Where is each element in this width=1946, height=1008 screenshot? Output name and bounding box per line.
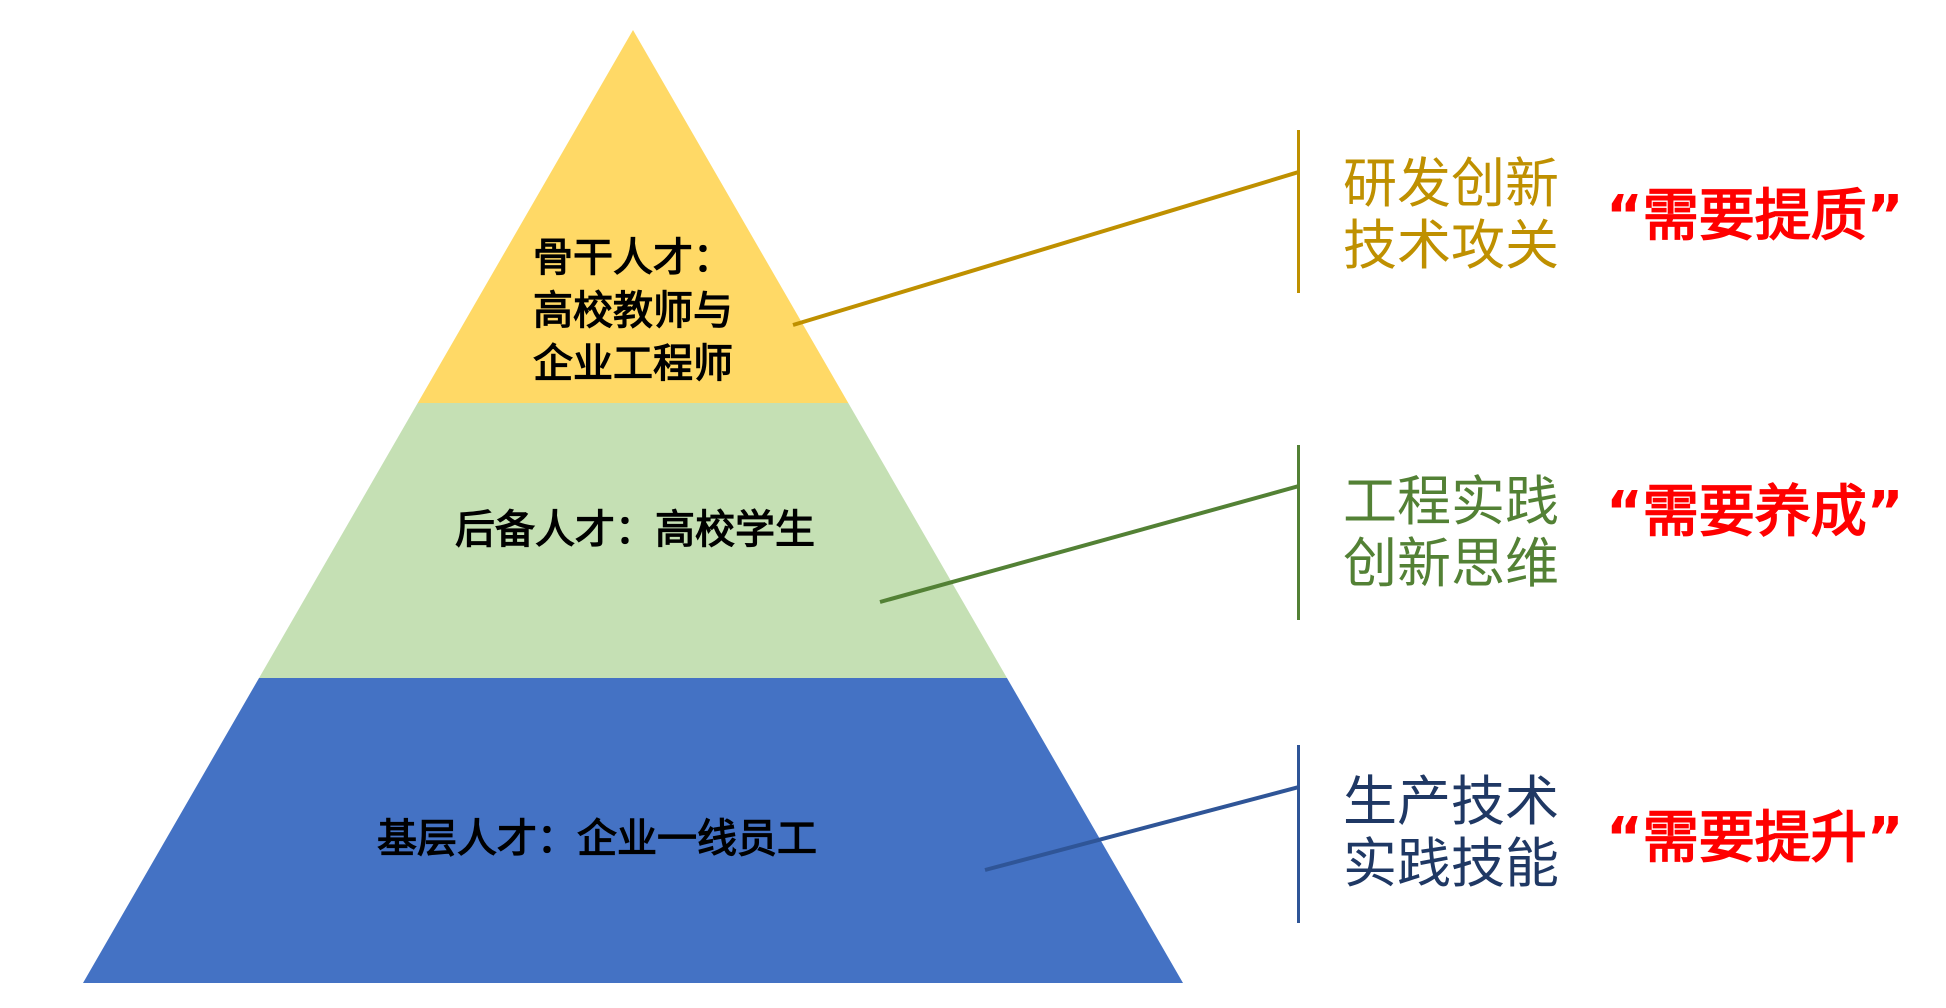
pyramid-tier-top-label: 骨干人才： 高校教师与 企业工程师 — [533, 235, 733, 387]
pyramid-tier-bottom — [83, 678, 1183, 983]
annotation-label-bottom: 生产技术 实践技能 — [1343, 770, 1559, 895]
callout-leader-line-middle — [879, 484, 1300, 604]
callout-bracket-line-middle — [1297, 445, 1300, 620]
annotation-callout-bottom: “需要提升” — [1606, 806, 1904, 871]
annotation-callout-middle: “需要养成” — [1606, 480, 1904, 545]
pyramid-tier-middle-label: 后备人才：高校学生 — [455, 507, 815, 553]
annotation-label-middle: 工程实践 创新思维 — [1343, 470, 1559, 595]
callout-bracket-line-top — [1297, 130, 1300, 293]
callout-leader-line-top — [792, 169, 1300, 327]
annotation-callout-top: “需要提质” — [1606, 184, 1904, 249]
annotation-label-top: 研发创新 技术攻关 — [1343, 152, 1559, 277]
callout-bracket-line-bottom — [1297, 745, 1300, 923]
pyramid-tier-bottom-label: 基层人才：企业一线员工 — [377, 816, 817, 862]
